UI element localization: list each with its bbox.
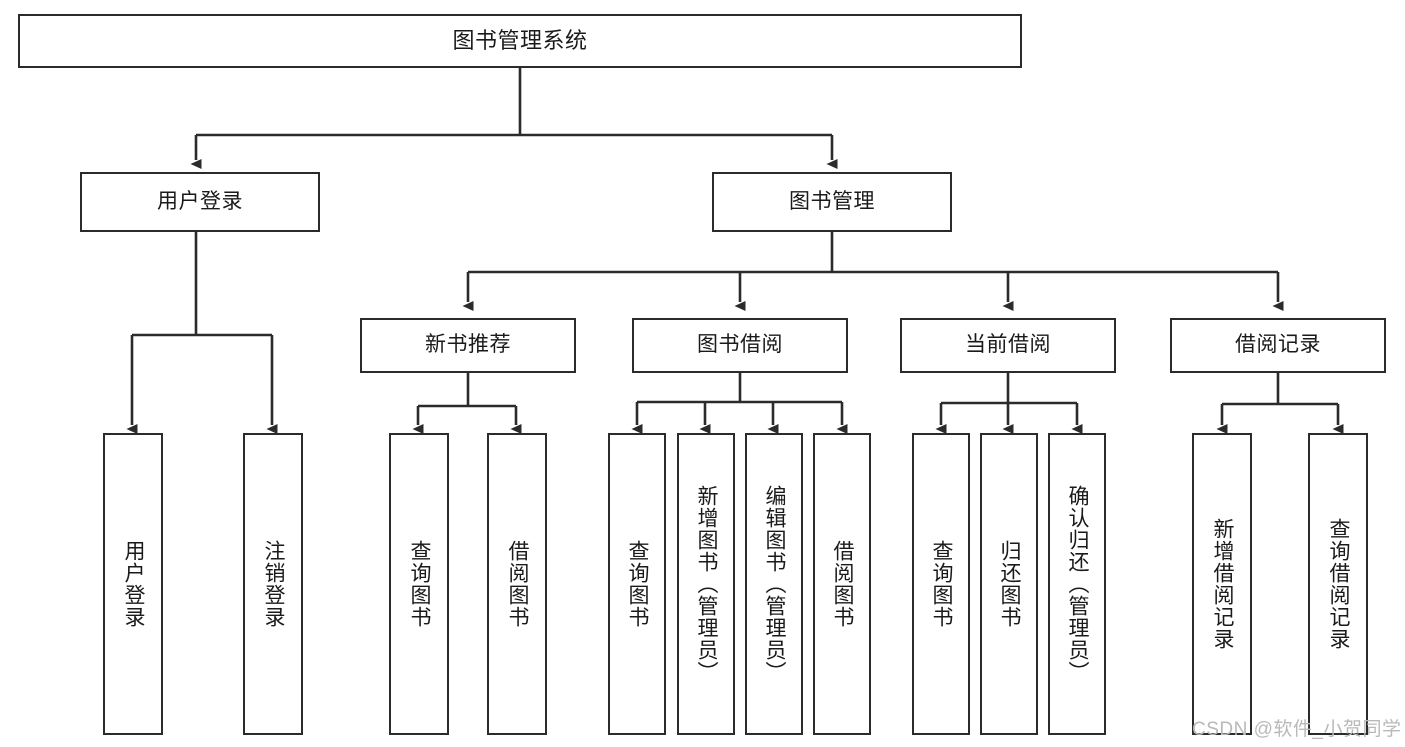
leaf-recommend-query-book[interactable]: 查询图书 [389, 433, 449, 735]
node-root-system[interactable]: 图书管理系统 [18, 14, 1022, 68]
node-new-book-recommend[interactable]: 新书推荐 [360, 318, 576, 373]
node-label: 编辑图书（管理员） [763, 485, 787, 683]
node-label: 查询图书 [408, 540, 432, 628]
node-label: 借阅图书 [506, 540, 530, 628]
leaf-current-confirm-return-admin[interactable]: 确认归还（管理员） [1048, 433, 1106, 735]
node-label: 归还图书 [998, 540, 1022, 628]
watermark: CSDN @软件_小贺同学 [1192, 719, 1402, 740]
leaf-record-query-record[interactable]: 查询借阅记录 [1308, 433, 1368, 735]
leaf-user-login-login[interactable]: 用户登录 [103, 433, 163, 735]
node-label: 新增图书（管理员） [695, 485, 719, 683]
node-user-login[interactable]: 用户登录 [80, 172, 320, 232]
node-label: 注销登录 [262, 540, 286, 628]
leaf-borrow-edit-book-admin[interactable]: 编辑图书（管理员） [745, 433, 803, 735]
leaf-recommend-borrow-book[interactable]: 借阅图书 [487, 433, 547, 735]
node-label: 新增借阅记录 [1211, 518, 1235, 650]
node-label: 借阅记录 [1235, 333, 1321, 357]
node-book-management[interactable]: 图书管理 [712, 172, 952, 232]
leaf-current-return-book[interactable]: 归还图书 [980, 433, 1038, 735]
leaf-borrow-query-book[interactable]: 查询图书 [608, 433, 666, 735]
node-label: 查询借阅记录 [1327, 518, 1351, 650]
node-current-borrow[interactable]: 当前借阅 [900, 318, 1116, 373]
leaf-user-login-logout[interactable]: 注销登录 [243, 433, 303, 735]
node-book-borrow[interactable]: 图书借阅 [632, 318, 848, 373]
node-label: 图书管理 [789, 189, 875, 213]
node-label: 用户登录 [122, 540, 146, 628]
leaf-current-query-book[interactable]: 查询图书 [912, 433, 970, 735]
node-label: 图书借阅 [697, 333, 783, 357]
node-label: 图书管理系统 [452, 28, 588, 54]
leaf-borrow-borrow-book[interactable]: 借阅图书 [813, 433, 871, 735]
node-label: 确认归还（管理员） [1066, 485, 1090, 683]
node-label: 当前借阅 [965, 333, 1051, 357]
node-label: 新书推荐 [425, 333, 511, 357]
node-label: 借阅图书 [831, 540, 855, 628]
node-label: 用户登录 [157, 189, 243, 213]
leaf-borrow-add-book-admin[interactable]: 新增图书（管理员） [677, 433, 735, 735]
leaf-record-add-record[interactable]: 新增借阅记录 [1192, 433, 1252, 735]
node-borrow-record[interactable]: 借阅记录 [1170, 318, 1386, 373]
node-label: 查询图书 [930, 540, 954, 628]
node-label: 查询图书 [626, 540, 650, 628]
